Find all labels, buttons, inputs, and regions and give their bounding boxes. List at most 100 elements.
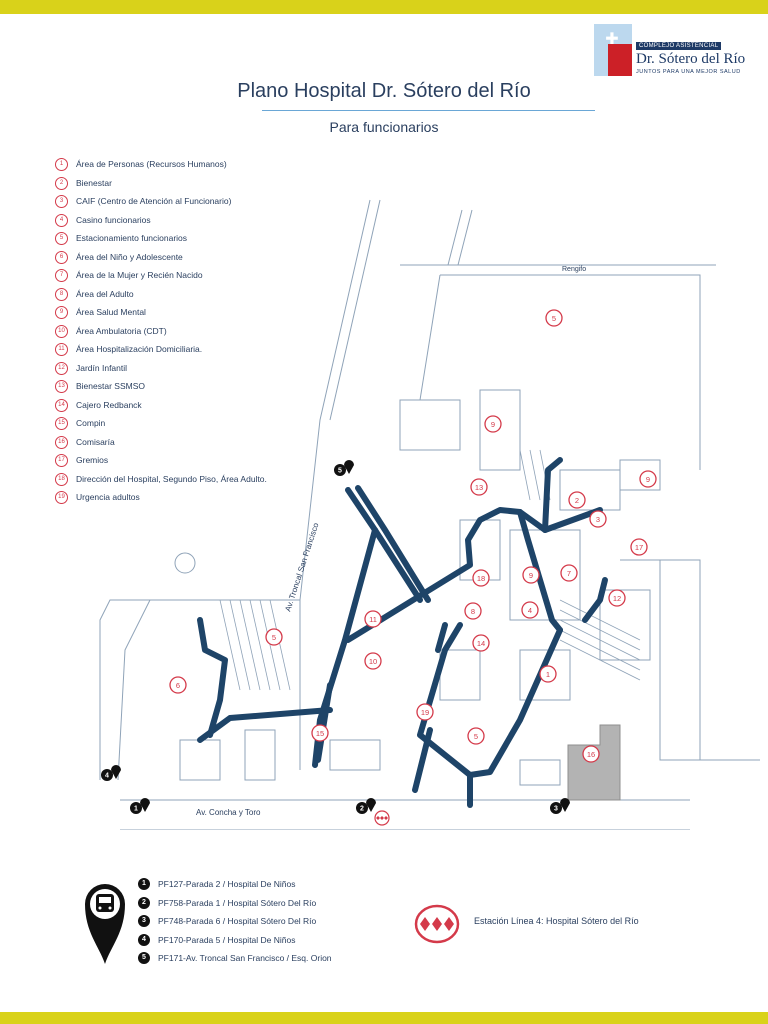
map-marker: 9 — [639, 470, 657, 488]
map-marker: 6 — [169, 676, 187, 694]
map-bus-stop-number: 3 — [554, 806, 558, 813]
map-marker-number: 19 — [421, 708, 429, 717]
legend-label: Cajero Redbanck — [76, 399, 142, 410]
map-marker: 3 — [589, 510, 607, 528]
bus-pin-icon — [111, 765, 121, 779]
map-marker-number: 17 — [635, 543, 643, 552]
map-marker-number: 1 — [546, 670, 550, 679]
map-marker: 7 — [560, 564, 578, 582]
legend-label: Urgencia adultos — [76, 492, 140, 502]
map-marker-number: 5 — [272, 633, 276, 642]
legend-number: 2 — [55, 176, 68, 190]
map-bus-stop-number: 1 — [134, 806, 138, 813]
comisaria-area — [567, 724, 621, 801]
bus-stop-label: PF748-Parada 6 / Hospital Sótero Del Río — [158, 916, 317, 926]
legend-number: 1 — [55, 158, 68, 171]
map-marker: 5 — [545, 309, 563, 327]
map-bus-stop: 5 — [334, 460, 354, 476]
map-marker: 13 — [470, 478, 488, 496]
map-marker: 18 — [472, 569, 490, 587]
legend-number: 6 — [55, 250, 68, 264]
legend-number: 8 — [55, 287, 68, 301]
map-marker: 5 — [265, 628, 283, 646]
legend-number: 14 — [55, 398, 68, 412]
legend-number: 15 — [55, 417, 68, 430]
map-marker-number: 5 — [474, 732, 478, 741]
legend-number: 5 — [55, 232, 68, 245]
map-marker-number: 7 — [567, 569, 571, 578]
logo-slogan: JUNTOS PARA UNA MEJOR SALUD — [636, 69, 741, 75]
access-roads — [197, 457, 608, 808]
legend-label: Área Ambulatoria (CDT) — [76, 325, 167, 336]
legend-number: 4 — [55, 213, 68, 227]
legend-number: 3 — [55, 195, 68, 208]
map-bus-stop-number: 4 — [105, 773, 109, 780]
map-marker: 19 — [416, 703, 434, 721]
map-marker: 12 — [608, 589, 626, 607]
map-marker-number: 5 — [552, 314, 556, 323]
street-rengifo: Rengifo — [562, 266, 586, 273]
bus-pin-icon — [344, 460, 354, 474]
map-marker-number: 4 — [528, 606, 532, 615]
logo-tag: COMPLEJO ASISTENCIAL — [636, 42, 722, 50]
map-marker-number: 3 — [596, 515, 600, 524]
map-marker-number: 15 — [316, 729, 324, 738]
legend-number: 16 — [55, 435, 68, 449]
metro-icon — [414, 904, 460, 944]
legend-number: 9 — [55, 306, 68, 319]
title-divider — [262, 110, 595, 111]
legend-label: Compin — [76, 418, 106, 428]
legend-label: Área Hospitalización Domiciliaria. — [76, 344, 203, 354]
map-marker: 5 — [467, 727, 485, 745]
legend-label: CAIF (Centro de Atención al Funcionario) — [76, 196, 232, 206]
legend-label: Estacionamiento funcionarios — [76, 233, 188, 243]
top-band — [0, 0, 768, 14]
map-marker-number: 18 — [477, 574, 485, 583]
map-marker: 11 — [364, 610, 382, 628]
street-troncal: Av. Troncal San Francisco — [283, 521, 320, 612]
legend-number: 13 — [55, 380, 68, 393]
map-marker: 14 — [472, 634, 490, 652]
legend-number: 18 — [55, 472, 68, 486]
parking-areas — [219, 449, 641, 691]
bus-stop-label: PF127-Parada 2 / Hospital De Niños — [158, 879, 296, 889]
map-marker-number: 11 — [369, 615, 377, 624]
bus-stop-label: PF171-Av. Troncal San Francisco / Esq. O… — [158, 953, 332, 963]
legend-label: Casino funcionarios — [76, 214, 151, 225]
bus-pin-icon — [85, 884, 125, 964]
map-marker-number: 9 — [529, 571, 533, 580]
legend-number: 17 — [55, 454, 68, 467]
map-bus-stop-number: 2 — [360, 806, 364, 813]
map-bus-stop-number: 5 — [338, 468, 342, 475]
legend-number: 10 — [55, 324, 68, 338]
bus-stop-number: 3 — [138, 915, 150, 927]
hospital-logo: ✚ COMPLEJO ASISTENCIAL Dr. Sótero del Rí… — [594, 24, 745, 80]
bus-stop-number: 2 — [138, 896, 150, 909]
map-bus-stop: 4 — [101, 765, 121, 781]
page-title: Plano Hospital Dr. Sótero del Río — [237, 80, 531, 102]
map-marker-number: 13 — [475, 483, 483, 492]
map-bus-stop: 3 — [550, 798, 570, 814]
map-marker: 17 — [630, 538, 648, 556]
bus-stop-number: 4 — [138, 933, 150, 946]
bus-stop-label: PF758-Parada 1 / Hospital Sótero Del Río — [158, 897, 317, 908]
legend-number: 12 — [55, 361, 68, 375]
map-bus-stop: 1 — [130, 798, 150, 814]
map-marker-number: 10 — [369, 657, 377, 666]
map-marker-number: 9 — [491, 420, 495, 429]
bus-stop-number: 1 — [138, 878, 150, 890]
map-marker: 15 — [311, 724, 329, 742]
legend-label: Jardín Infantil — [76, 362, 128, 373]
legend-label: Área de la Mujer y Recién Nacido — [76, 270, 203, 280]
map-marker: 2 — [568, 491, 586, 509]
map-metro-icon — [374, 810, 390, 826]
legend-label: Área del Niño y Adolescente — [76, 251, 183, 262]
legend-label: Comisaría — [76, 436, 115, 447]
legend-label: Gremios — [76, 455, 109, 465]
legend-label: Área del Adulto — [76, 288, 134, 299]
bottom-band — [0, 1012, 768, 1024]
legend-label: Área de Personas (Recursos Humanos) — [76, 159, 227, 169]
hospital-map: Rengifo Av. Troncal San Francisco Av. Co… — [99, 199, 760, 830]
bus-stop-label: PF170-Parada 5 / Hospital De Niños — [158, 934, 296, 945]
